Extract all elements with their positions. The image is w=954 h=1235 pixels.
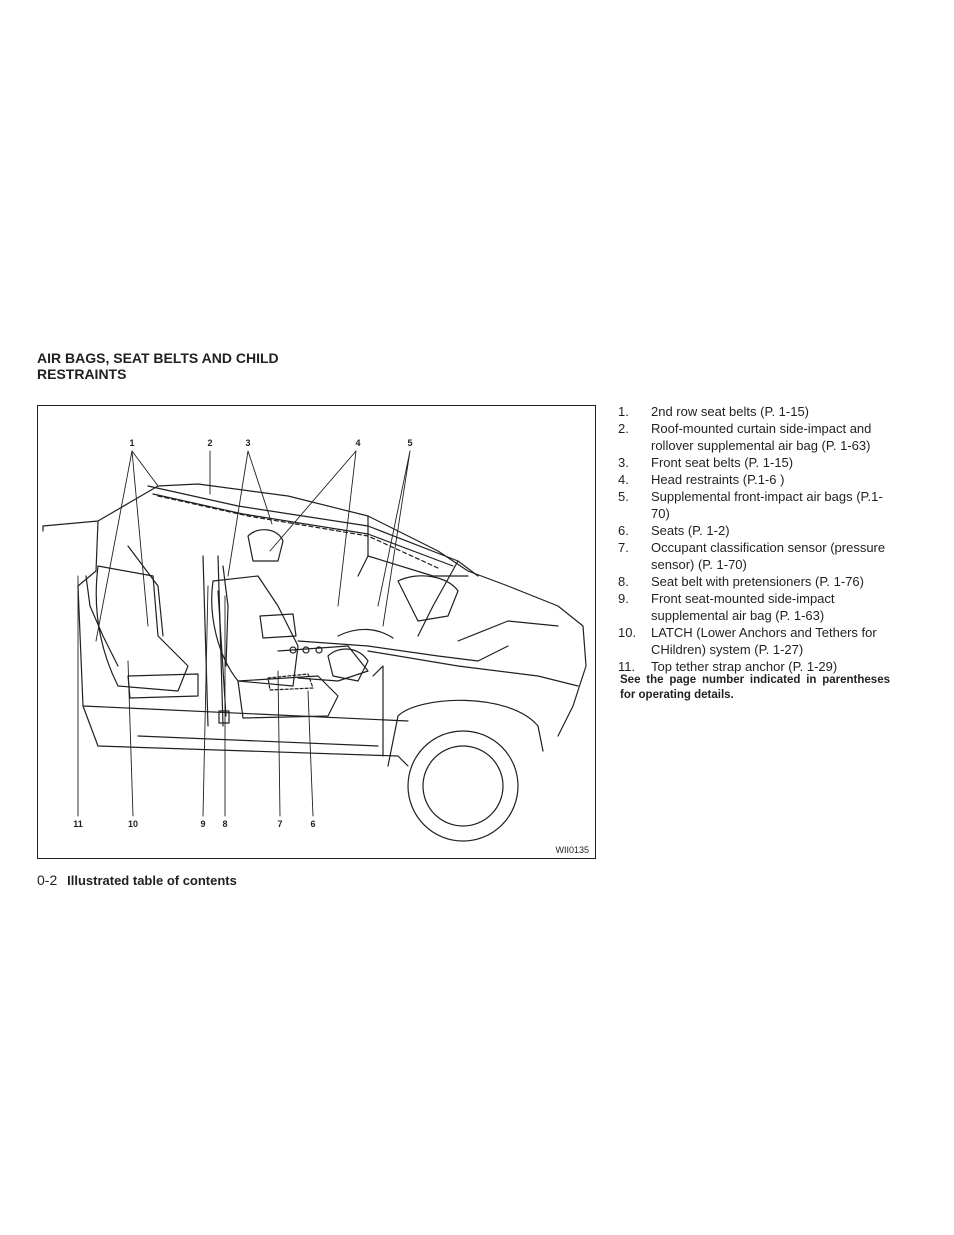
legend-item: 9. Front seat-mounted side-impact supplem… xyxy=(618,590,890,624)
legend-item-text: Front seat-mounted side-impact supplemen… xyxy=(651,591,835,623)
legend-item: 8. Seat belt with pretensioners (P. 1-76) xyxy=(618,573,890,590)
vehicle-interior-illustration: 1 2 3 4 5 11 10 9 8 7 6 WII0135 xyxy=(37,405,596,859)
legend-item: 6. Seats (P. 1-2) xyxy=(618,522,890,539)
callout-9: 9 xyxy=(200,819,206,829)
callout-11: 11 xyxy=(73,819,83,829)
legend-item-text: Supplemental front-impact air bags (P.1-… xyxy=(651,489,883,521)
legend-item-text: Occupant classification sensor (pressure… xyxy=(651,540,886,572)
legend-item-number: 7. xyxy=(618,540,629,555)
legend-item: 2. Roof-mounted curtain side-impact and r… xyxy=(618,420,890,454)
legend-item-text: LATCH (Lower Anchors and Tethers for CHi… xyxy=(651,625,877,657)
callout-5: 5 xyxy=(407,438,413,448)
callout-7: 7 xyxy=(277,819,283,829)
legend-item-text: 2nd row seat belts (P. 1-15) xyxy=(651,404,810,419)
legend-item-number: 11. xyxy=(618,659,636,674)
page-footer: 0-2 Illustrated table of contents xyxy=(37,871,237,890)
legend-item: 1. 2nd row seat belts (P. 1-15) xyxy=(618,403,890,420)
legend-item-number: 1. xyxy=(618,404,629,419)
component-legend: 1. 2nd row seat belts (P. 1-15) 2. Roof-mo… xyxy=(618,403,890,675)
legend-item-number: 6. xyxy=(618,523,629,538)
legend-item: 4. Head restraints (P.1-6 ) xyxy=(618,471,890,488)
legend-item-number: 3. xyxy=(618,455,629,470)
callout-3: 3 xyxy=(245,438,251,448)
legend-item: 11. Top tether strap anchor (P. 1-29) xyxy=(618,658,890,675)
legend-item-number: 9. xyxy=(618,591,629,606)
section-title: AIR BAGS, SEAT BELTS AND CHILD RESTRAINT… xyxy=(37,350,279,382)
footer-title: Illustrated table of contents xyxy=(67,873,237,888)
legend-item-number: 4. xyxy=(618,472,629,487)
legend-item-text: Head restraints (P.1-6 ) xyxy=(651,472,785,487)
legend-item: 3. Front seat belts (P. 1-15) xyxy=(618,454,890,471)
legend-item-text: Top tether strap anchor (P. 1-29) xyxy=(651,659,838,674)
callout-1: 1 xyxy=(129,438,135,448)
figure-code: WII0135 xyxy=(555,845,589,855)
legend-item-text: Roof-mounted curtain side-impact and rol… xyxy=(651,421,872,453)
page-number: 0-2 xyxy=(37,872,58,888)
legend-item: 5. Supplemental front-impact air bags (P.… xyxy=(618,488,890,522)
callout-4: 4 xyxy=(355,438,361,448)
callout-10: 10 xyxy=(127,819,139,829)
legend-item: 10. LATCH (Lower Anchors and Tethers for … xyxy=(618,624,890,658)
callout-2: 2 xyxy=(207,438,213,448)
callout-6: 6 xyxy=(310,819,316,829)
legend-item-number: 10. xyxy=(618,625,637,640)
legend-note: See the page number indicated in parenth… xyxy=(620,674,890,701)
callout-8: 8 xyxy=(222,819,228,829)
vehicle-line-drawing xyxy=(42,450,587,842)
legend-item: 7. Occupant classification sensor (pressu… xyxy=(618,539,890,573)
legend-item-number: 5. xyxy=(618,489,629,504)
legend-item-number: 2. xyxy=(618,421,629,436)
legend-item-text: Seat belt with pretensioners (P. 1-76) xyxy=(651,574,864,589)
legend-item-text: Front seat belts (P. 1-15) xyxy=(651,455,794,470)
legend-item-text: Seats (P. 1-2) xyxy=(651,523,730,538)
legend-item-number: 8. xyxy=(618,574,629,589)
